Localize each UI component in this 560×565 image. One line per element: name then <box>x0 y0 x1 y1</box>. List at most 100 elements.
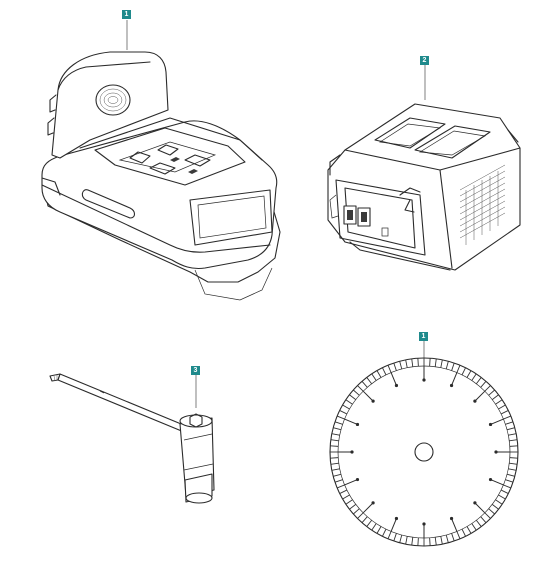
blade-tooth <box>440 359 443 368</box>
blade-tooth <box>500 410 509 415</box>
callout-charger: 1 <box>122 10 131 19</box>
blade-slot <box>474 502 486 514</box>
blade-tooth <box>480 381 487 388</box>
blade-slot-hole <box>488 477 493 482</box>
blade-tooth <box>330 445 339 447</box>
blade-slot <box>451 518 458 532</box>
blade-slot <box>451 372 458 386</box>
blade-tooth <box>508 468 517 471</box>
blade-tooth <box>451 362 455 371</box>
blade-slot-hole <box>473 399 477 403</box>
blade-tooth <box>330 439 339 442</box>
blade-tooth <box>417 358 419 367</box>
blade-tooth <box>330 462 339 465</box>
blade-tooth <box>357 512 364 519</box>
blade-tooth <box>357 385 364 392</box>
blade-tooth <box>451 533 455 542</box>
blade-tooth <box>509 462 518 465</box>
blade-slot <box>490 418 504 425</box>
blade-tooth <box>371 523 377 531</box>
blade-tooth <box>342 404 350 410</box>
blade-tooth <box>440 536 443 545</box>
blade-slot <box>362 502 374 514</box>
blade-tooth <box>334 479 343 483</box>
blade-tooth <box>382 528 387 537</box>
blade-slot-hole <box>473 501 477 505</box>
blade-slot <box>390 372 397 386</box>
blade-tooth <box>405 536 408 545</box>
blade-tooth <box>345 399 353 405</box>
blade-tooth <box>353 508 360 515</box>
blade-slot-hole <box>371 501 375 505</box>
blade-tooth <box>334 421 343 425</box>
blade-tooth <box>393 362 397 371</box>
blade-tooth <box>461 528 466 537</box>
blade-tooth <box>434 358 437 367</box>
blade-tooth <box>349 503 357 510</box>
blade-tooth <box>508 433 517 436</box>
blade-tooth <box>336 415 345 420</box>
blade-slot-hole <box>449 516 454 521</box>
blade-tooth <box>342 494 350 500</box>
blade-tooth <box>498 494 506 500</box>
blade-slot-hole <box>355 477 360 482</box>
blade-slot-hole <box>422 522 426 526</box>
blade-tooth <box>445 534 449 543</box>
blade-tooth <box>475 519 482 527</box>
blade-slot-hole <box>350 450 354 454</box>
blade-tooth <box>333 427 342 431</box>
blade-tooth <box>471 523 477 531</box>
blade-tooth <box>371 373 377 381</box>
blade-tooth <box>333 473 342 477</box>
blade-tooth <box>484 512 491 519</box>
blade-tooth <box>505 479 514 483</box>
blade-tooth <box>503 415 512 420</box>
blade-tooth <box>471 373 477 381</box>
blade-slot-hole <box>355 422 360 427</box>
blade-tooth <box>339 410 348 415</box>
blade-tooth <box>505 421 514 425</box>
blade-tooth <box>434 537 437 546</box>
blade-tooth <box>445 361 449 370</box>
blade-tooth <box>475 377 482 385</box>
blade-slot <box>474 390 486 402</box>
blade-tooth <box>376 526 382 534</box>
blade-slot-hole <box>449 383 454 388</box>
blade-slot <box>344 418 358 425</box>
callout-wrench: 3 <box>191 366 200 375</box>
blade-tooth <box>330 457 339 459</box>
blade-slot <box>390 518 397 532</box>
blade-tooth <box>500 489 509 494</box>
blade-tooth <box>506 473 515 477</box>
blade-tooth <box>480 516 487 523</box>
diamond-blade <box>329 338 519 547</box>
blade-tooth <box>466 370 472 378</box>
blade-slot-hole <box>394 516 399 521</box>
blade-tooth <box>366 519 373 527</box>
callout-battery: 2 <box>420 56 429 65</box>
blade-tooth <box>405 359 408 368</box>
blade-tooth <box>488 508 495 515</box>
blade-tooth <box>495 399 503 405</box>
blade-tooth <box>336 484 345 489</box>
blade-tooth <box>411 358 414 367</box>
blade-tooth <box>417 537 419 546</box>
blade-tooth <box>349 394 357 401</box>
blade-tooth <box>456 364 461 373</box>
blade-tooth <box>456 531 461 540</box>
blade-tooth <box>429 537 431 546</box>
blade-tooth <box>387 364 392 373</box>
blade-tooth <box>466 526 472 534</box>
blade-tooth <box>366 377 373 385</box>
blade-tooth <box>509 439 518 442</box>
blade-tooth <box>503 484 512 489</box>
blade-slot <box>362 390 374 402</box>
blade-tooth <box>339 489 348 494</box>
blade-tooth <box>461 367 466 376</box>
blade-tooth <box>429 358 431 367</box>
blade-tooth <box>331 433 340 436</box>
blade-tooth <box>393 533 397 542</box>
blade-tooth <box>376 370 382 378</box>
blade-tooth <box>491 503 499 510</box>
blade-slot <box>490 479 504 486</box>
